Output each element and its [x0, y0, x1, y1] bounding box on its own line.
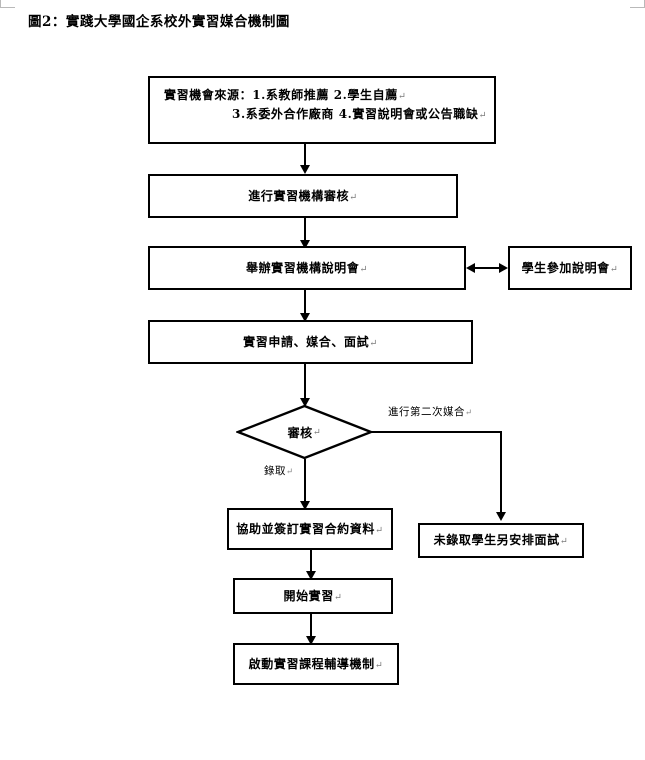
node-internship-sources-line1: 實習機會來源：1.系教師推薦 2.學生自薦 [164, 88, 398, 102]
pilcrow-icon: ↵ [349, 191, 358, 203]
node-student-attend-briefing-label: 學生參加說明會↵ [521, 260, 619, 275]
page-margin-mark-top-right [630, 0, 645, 8]
node-internship-sources-line2-wrap: 3.系委外合作廠商 4.實習說明會或公告職缺↵ [164, 105, 487, 124]
connector-decision-to-contract [304, 459, 306, 507]
pilcrow-icon: ↵ [374, 524, 384, 536]
edge-label-admitted: 錄取↵ [264, 465, 294, 477]
node-hold-briefing: 舉辦實習機構說明會↵ [148, 246, 466, 290]
node-sign-contract-label: 協助並簽訂實習合約資料↵ [236, 521, 384, 536]
node-apply-match-interview: 實習申請、媒合、面試↵ [148, 320, 473, 364]
connector-briefing-to-student [470, 267, 504, 269]
pilcrow-icon: ↵ [478, 109, 488, 121]
connector-review-to-briefing [304, 218, 306, 246]
node-start-internship: 開始實習↵ [233, 578, 393, 614]
arrowhead-right-icon [499, 263, 508, 273]
node-course-mentoring-label: 啟動實習課程輔導機制↵ [248, 656, 384, 671]
node-hold-briefing-label: 舉辦實習機構說明會↵ [245, 260, 369, 275]
pilcrow-icon: ↵ [369, 337, 378, 349]
arrowhead-down-icon [300, 165, 310, 174]
node-student-attend-briefing: 學生參加說明會↵ [508, 246, 632, 290]
connector-contract-to-start [310, 550, 312, 577]
node-internship-sources-label: 實習機會來源：1.系教師推薦 2.學生自薦↵ 3.系委外合作廠商 4.實習說明會… [164, 86, 487, 124]
connector-apply-to-decision [304, 364, 306, 406]
connector-decision-right [370, 431, 502, 433]
arrowhead-down-icon [306, 571, 316, 580]
pilcrow-icon: ↵ [559, 536, 569, 548]
pilcrow-icon: ↵ [609, 263, 619, 275]
arrowhead-down-icon [300, 240, 310, 249]
node-course-mentoring: 啟動實習課程輔導機制↵ [233, 643, 399, 685]
pilcrow-icon: ↵ [286, 466, 294, 476]
pilcrow-icon: ↵ [374, 659, 384, 671]
node-decision-review-label: 審核↵ [287, 425, 322, 440]
arrowhead-left-icon [466, 263, 475, 273]
node-not-admitted-students-label: 未錄取學生另安排面試↵ [433, 533, 569, 548]
node-not-admitted-students: 未錄取學生另安排面試↵ [418, 523, 584, 558]
node-review-organisation: 進行實習機構審核↵ [148, 174, 458, 218]
pilcrow-icon: ↵ [333, 591, 343, 603]
pilcrow-icon: ↵ [397, 91, 407, 102]
node-start-internship-label: 開始實習↵ [283, 588, 343, 603]
connector-start-to-mentoring [310, 614, 312, 642]
diamond-shape-icon [236, 404, 373, 460]
connector-sources-to-review [304, 144, 306, 171]
node-internship-sources-line2: 3.系委外合作廠商 4.實習說明會或公告職缺 [232, 106, 479, 121]
node-decision-review: 審核↵ [236, 404, 373, 460]
page-margin-mark-top-left [0, 0, 15, 8]
node-internship-sources: 實習機會來源：1.系教師推薦 2.學生自薦↵ 3.系委外合作廠商 4.實習說明會… [148, 76, 496, 144]
arrowhead-down-icon [306, 636, 316, 645]
pilcrow-icon: ↵ [359, 263, 369, 275]
connector-briefing-to-apply [304, 290, 306, 319]
arrowhead-down-icon [300, 313, 310, 322]
pilcrow-icon: ↵ [312, 426, 322, 438]
figure-title: 圖2：實踐大學國企系校外實習媒合機制圖 [28, 14, 290, 30]
node-review-organisation-label: 進行實習機構審核↵ [248, 188, 358, 203]
connector-right-down-to-not-admitted [500, 431, 502, 516]
node-apply-match-interview-label: 實習申請、媒合、面試↵ [243, 334, 378, 349]
node-sign-contract: 協助並簽訂實習合約資料↵ [227, 508, 393, 550]
pilcrow-icon: ↵ [465, 407, 473, 417]
arrowhead-down-icon [300, 501, 310, 510]
arrowhead-down-icon [300, 398, 310, 407]
arrowhead-down-icon [496, 512, 506, 521]
edge-label-second-match: 進行第二次媒合↵ [388, 406, 473, 418]
